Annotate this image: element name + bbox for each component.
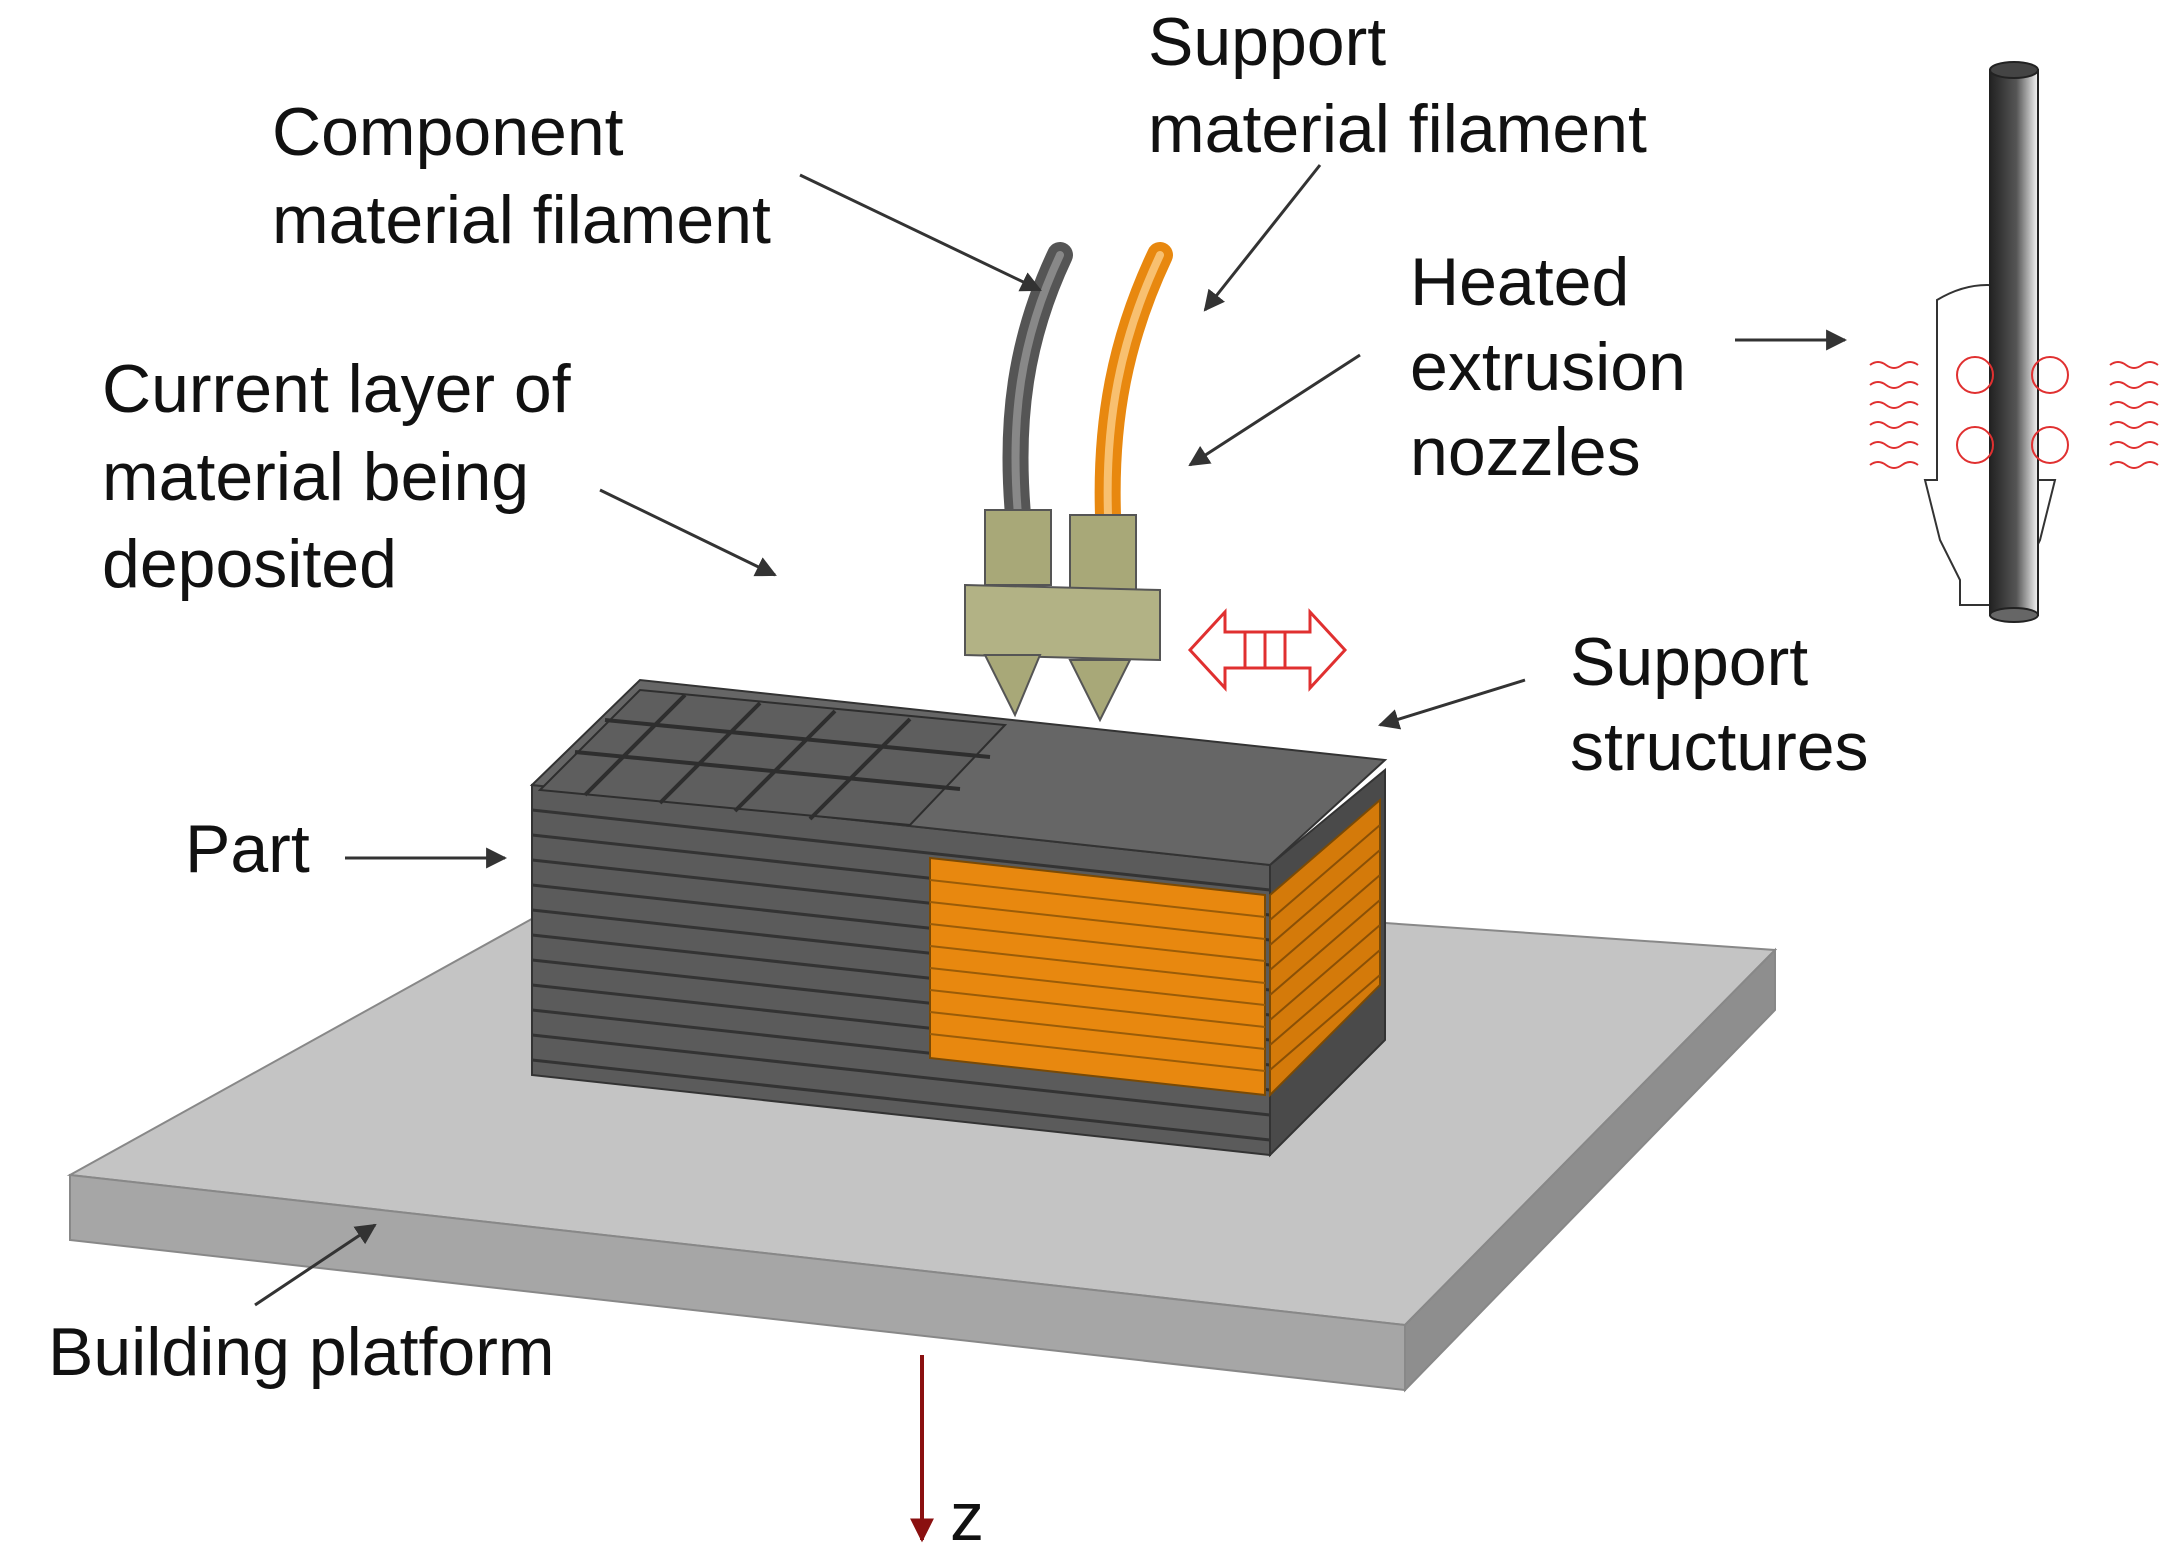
nozzle-detail (1869, 61, 2159, 623)
leader-arrows (254, 164, 1848, 1307)
label-building-platform: Building platform (48, 1314, 554, 1390)
label-heated-nozzles: Heated extrusion nozzles (1410, 244, 1705, 490)
heat-circles (1956, 356, 2069, 464)
support-structure (929, 797, 1381, 1098)
label-current-layer: Current layer of material being deposite… (102, 351, 590, 602)
heat-icon (1869, 361, 2159, 469)
label-support-filament: Support material filament (1148, 4, 1647, 167)
label-z-axis: z (950, 1479, 984, 1555)
label-component-filament: Component material filament (272, 94, 771, 258)
extrusion-nozzles (964, 509, 1161, 723)
label-support-structures: Support structures (1570, 624, 1869, 785)
current-layer-ribs (537, 688, 1008, 827)
motion-arrow-icon (1187, 608, 1348, 692)
label-part: Part (185, 811, 310, 887)
